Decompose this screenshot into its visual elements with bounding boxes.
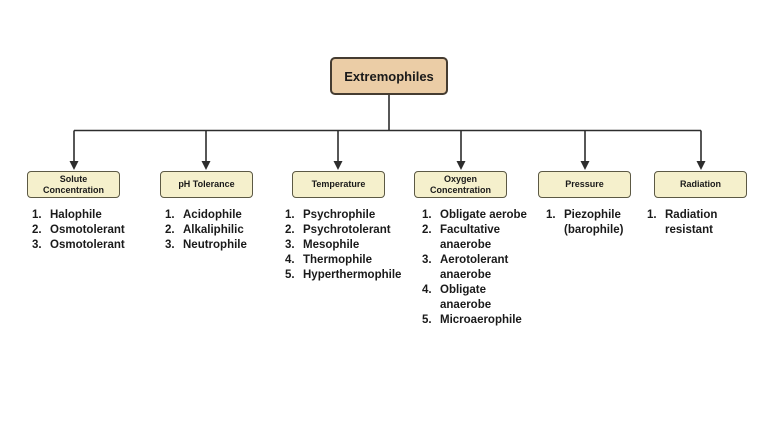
list-item: 4. Obligate anaerobe xyxy=(422,284,492,311)
list-item: 1. Psychrophile xyxy=(285,209,376,221)
list-item: 5. Microaerophile xyxy=(422,314,522,326)
list-item: 2. Psychrotolerant xyxy=(285,224,391,236)
list-item: 5. Hyperthermophile xyxy=(285,269,402,281)
list-pressure: 1. Piezophile (barophile) xyxy=(546,208,656,238)
list-item: 4. Thermophile xyxy=(285,254,373,266)
list-item: 3. Neutrophile xyxy=(165,239,247,251)
list-item: 3. Mesophile xyxy=(285,239,360,251)
category-box-ph-tolerance: pH Tolerance xyxy=(160,171,253,198)
category-label: Solute Concentration xyxy=(42,174,104,195)
category-label: Oxygen Concentration xyxy=(429,174,491,195)
category-box-oxygen-concentration: Oxygen Concentration xyxy=(414,171,507,198)
list-temperature: 1. Psychrophile 2. Psychrotolerant 3. Me… xyxy=(285,208,423,283)
category-label: Pressure xyxy=(565,179,604,190)
root-node-extremophiles: Extremophiles xyxy=(330,57,448,95)
category-box-temperature: Temperature xyxy=(292,171,385,198)
root-node-label: Extremophiles xyxy=(344,68,434,84)
list-item: 2. Alkaliphilic xyxy=(165,224,244,236)
arrow-down-icon xyxy=(201,161,211,170)
category-label: Radiation xyxy=(679,179,721,190)
list-item: 1. Radiation resistant xyxy=(647,209,718,236)
category-box-radiation: Radiation xyxy=(654,171,747,198)
list-item: 2. Facultative anaerobe xyxy=(422,224,501,251)
arrow-down-icon xyxy=(456,161,466,170)
list-radiation: 1. Radiation resistant xyxy=(647,208,747,238)
category-label: pH Tolerance xyxy=(178,179,235,190)
arrow-down-icon xyxy=(580,161,590,170)
list-item: 1. Halophile xyxy=(32,209,102,221)
category-box-solute-concentration: Solute Concentration xyxy=(27,171,120,198)
list-item: 3. Osmotolerant xyxy=(32,239,125,251)
list-ph-tolerance: 1. Acidophile 2. Alkaliphilic 3. Neutrop… xyxy=(165,208,280,253)
arrow-down-icon xyxy=(696,161,706,170)
list-item: 1. Acidophile xyxy=(165,209,242,221)
list-solute-concentration: 1. Halophile 2. Osmotolerant 3. Osmotole… xyxy=(32,208,152,253)
arrow-down-icon xyxy=(69,161,79,170)
list-oxygen-concentration: 1. Obligate aerobe 2. Facultative anaero… xyxy=(422,208,544,328)
arrow-down-icon xyxy=(333,161,343,170)
list-item: 3. Aerotolerant anaerobe xyxy=(422,254,509,281)
category-label: Temperature xyxy=(311,179,366,190)
category-box-pressure: Pressure xyxy=(538,171,631,198)
list-item: 2. Osmotolerant xyxy=(32,224,125,236)
list-item: 1. Piezophile (barophile) xyxy=(546,209,624,236)
list-item: 1. Obligate aerobe xyxy=(422,209,527,221)
